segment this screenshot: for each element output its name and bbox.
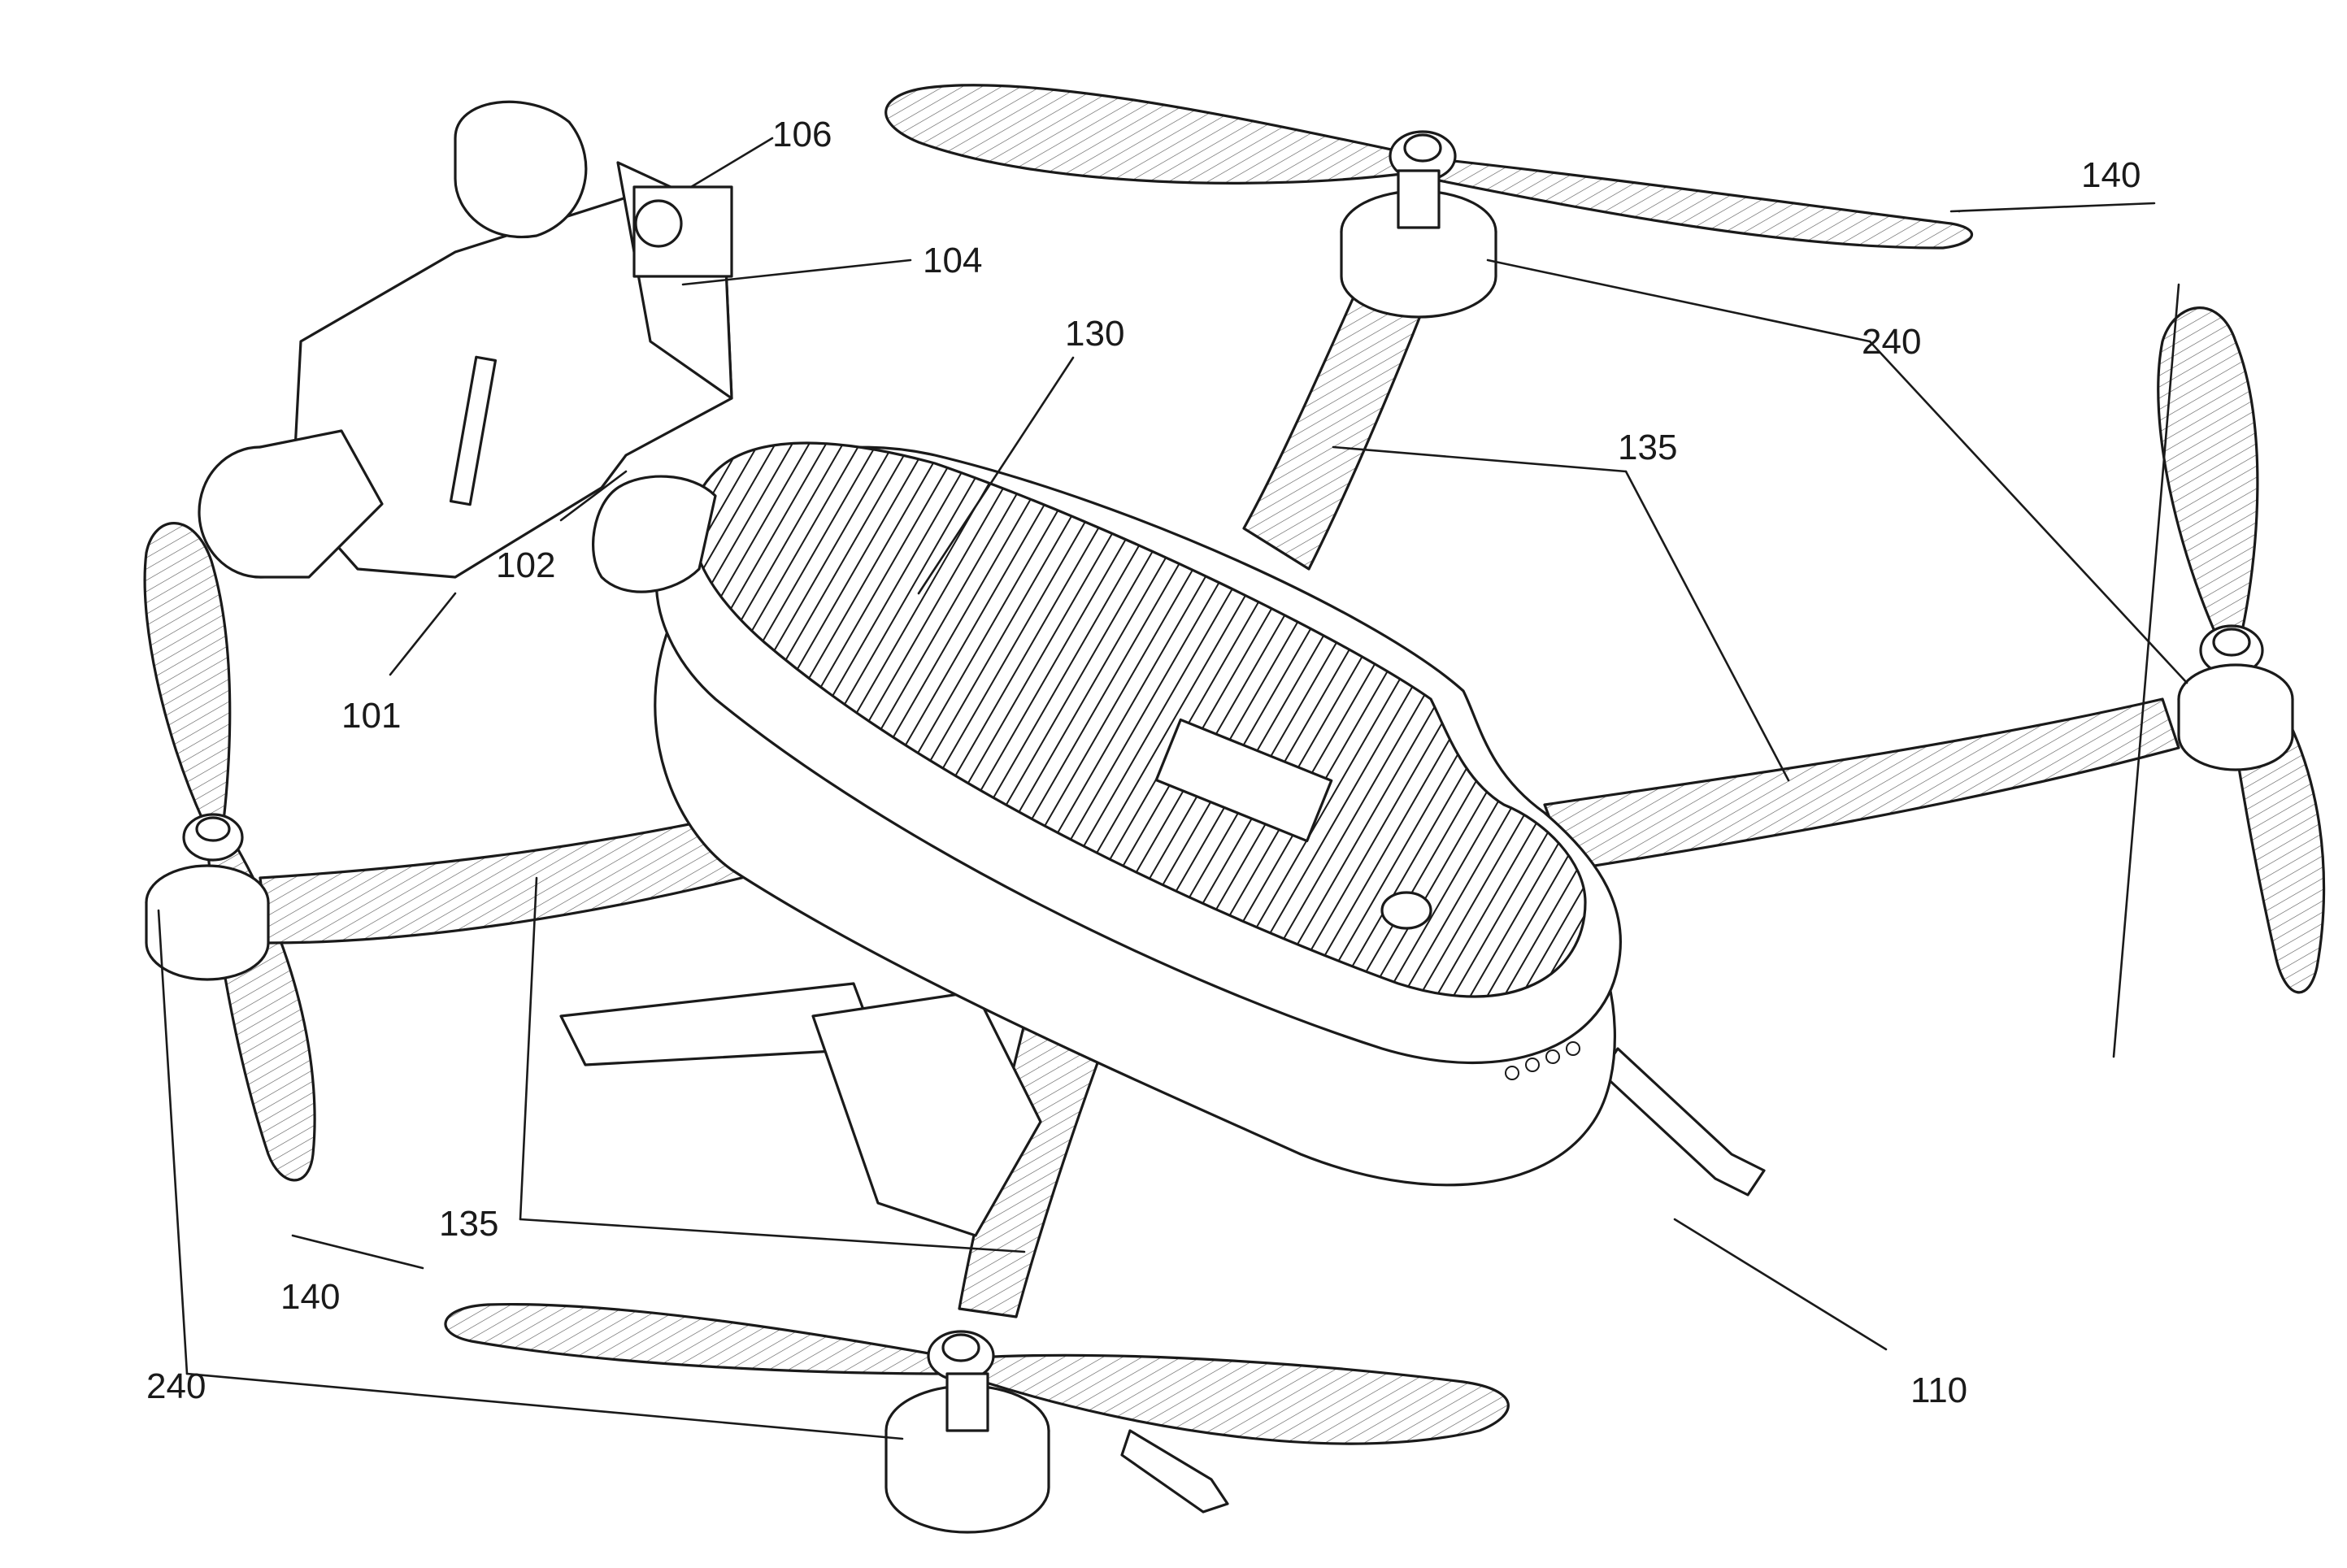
ref-140-bottom: 140: [280, 1277, 340, 1317]
ref-130: 130: [1065, 314, 1124, 354]
motor-bottom: [886, 1374, 1049, 1532]
ref-106: 106: [772, 115, 832, 154]
ref-135-left: 135: [439, 1204, 498, 1244]
ref-240-bottom: 240: [146, 1366, 206, 1406]
gimbal-camera-assembly: [199, 102, 732, 592]
motor-right: [2179, 665, 2293, 770]
ref-135-right: 135: [1618, 428, 1677, 467]
arm-right: [1545, 699, 2179, 870]
ref-104: 104: [923, 241, 982, 280]
ref-110: 110: [1910, 1370, 1967, 1410]
motor-top: [1341, 171, 1496, 317]
propeller-left: [145, 523, 315, 1180]
ref-101: 101: [341, 696, 401, 736]
ref-140-top: 140: [2081, 155, 2141, 195]
fuselage: [655, 443, 1621, 1185]
ref-102: 102: [496, 545, 555, 585]
propeller-top-right: [2158, 308, 2324, 992]
ref-240-top: 240: [1862, 322, 1921, 362]
motor-left: [146, 866, 268, 979]
body-button: [1382, 893, 1431, 928]
